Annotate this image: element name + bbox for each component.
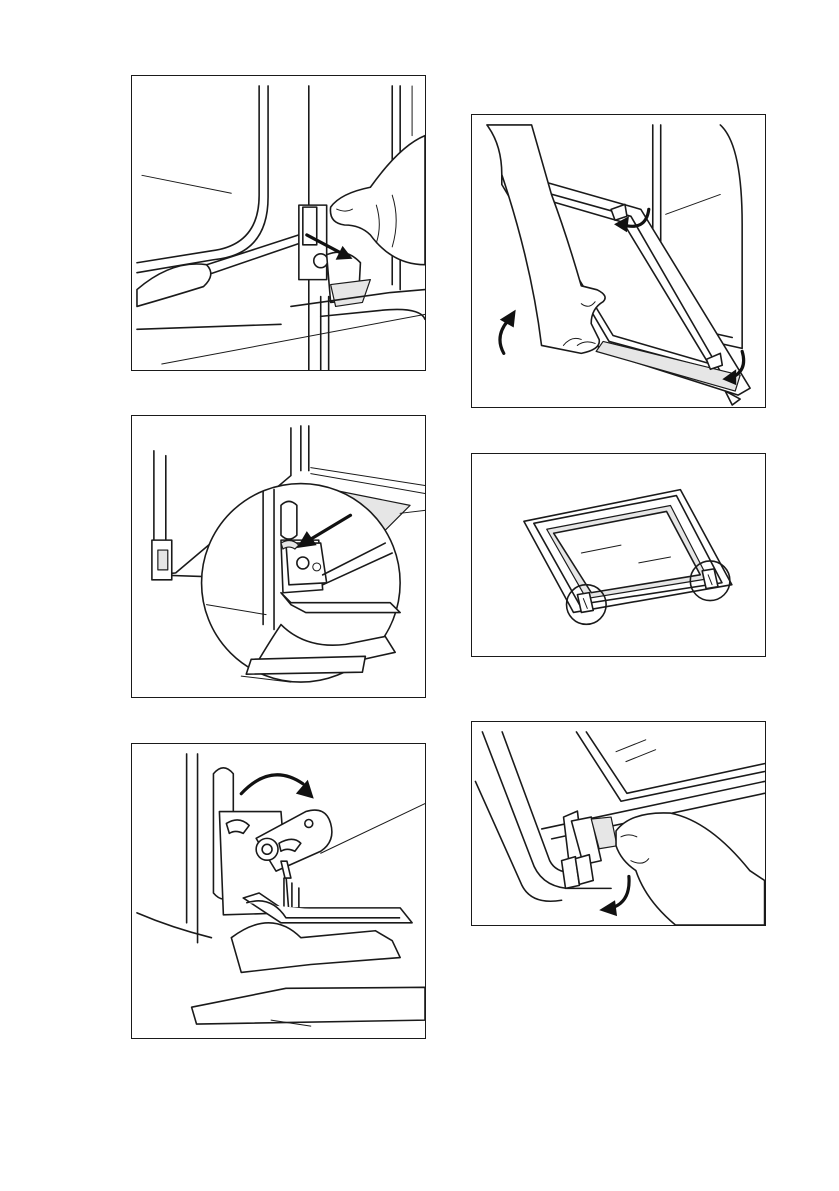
figure-2-panel (131, 415, 426, 698)
figure-5-panel (471, 453, 766, 657)
door-hinge-lever-press-illustration (132, 76, 425, 370)
door-hinge-lever-zoom-illustration (132, 416, 425, 697)
figure-1-panel (131, 75, 426, 371)
door-trim-clip-release-illustration (472, 722, 765, 925)
figure-4-panel (471, 114, 766, 408)
figure-3-panel (131, 743, 426, 1039)
figure-6-panel (471, 721, 766, 926)
door-hinge-rotate-illustration (132, 744, 425, 1038)
door-laid-flat-illustration (472, 454, 765, 656)
door-lift-off-illustration (472, 115, 765, 407)
